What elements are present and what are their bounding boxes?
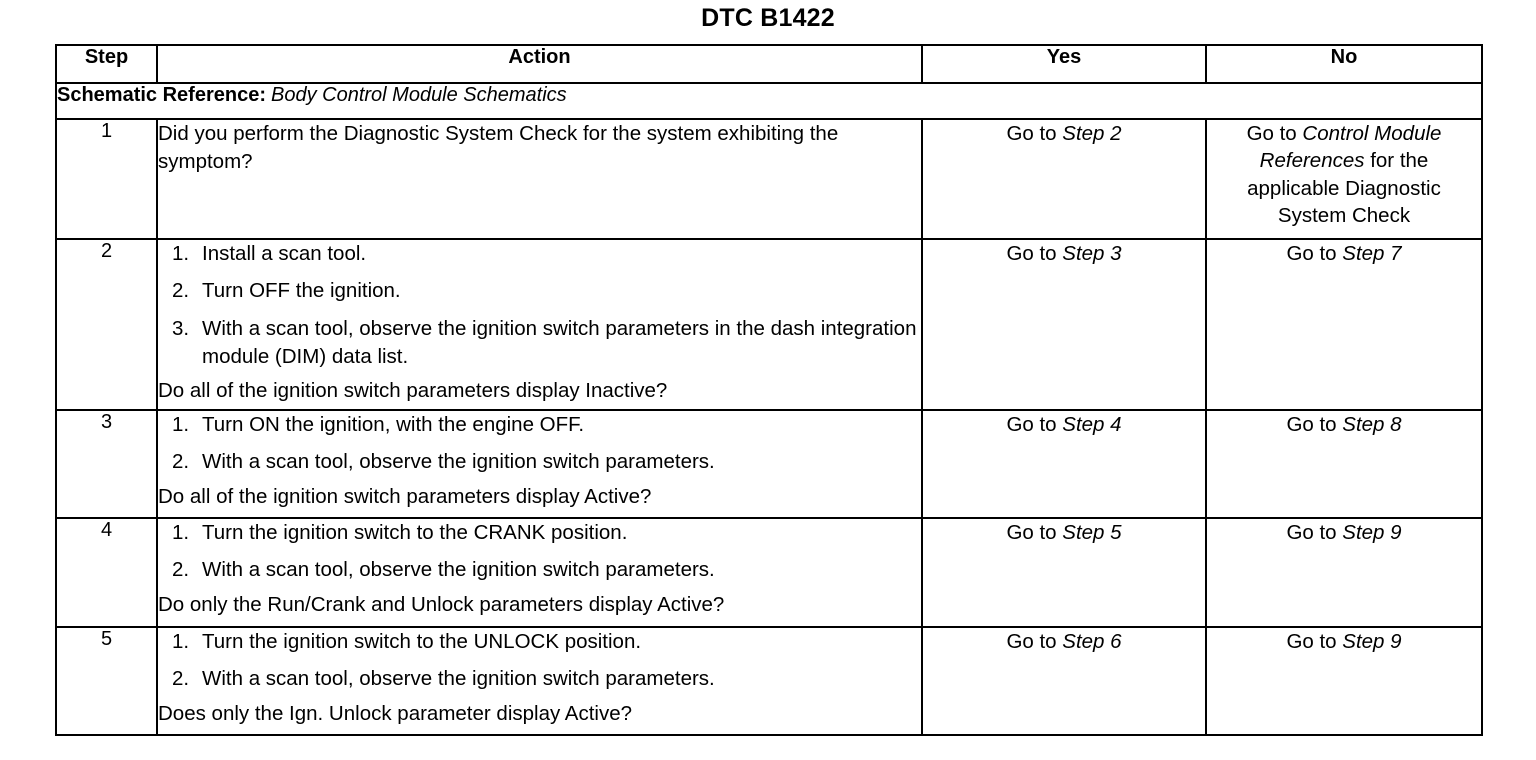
list-text: With a scan tool, observe the ignition s…: [202, 558, 715, 582]
yes-cell: Go to Step 3: [921, 238, 1207, 411]
table-row: 5 1. Turn the ignition switch to the UNLO…: [55, 626, 1483, 736]
yes-reference: Step 3: [1062, 242, 1122, 265]
yes-reference: Step 6: [1062, 630, 1122, 653]
action-cell: 1. Install a scan tool. 2. Turn OFF the ig…: [156, 238, 923, 411]
no-cell: Go to Step 7: [1205, 238, 1483, 411]
list-marker: 2.: [172, 279, 190, 303]
list-marker: 2.: [172, 450, 190, 474]
no-line-1: Go to Control Module: [1207, 120, 1481, 147]
table-row: 2 1. Install a scan tool. 2. Turn OFF the …: [55, 238, 1483, 411]
list-marker: 1.: [172, 413, 190, 436]
list-marker: 3.: [172, 316, 190, 340]
no-prefix: Go to: [1286, 630, 1343, 653]
step-number: 1: [55, 118, 158, 240]
yes-reference: Step 4: [1062, 413, 1122, 436]
no-prefix: Go to: [1246, 122, 1303, 145]
list-marker: 2.: [172, 667, 190, 691]
column-header-step: Step: [55, 44, 158, 84]
action-text: Did you perform the Diagnostic System Ch…: [158, 122, 839, 174]
list-text: With a scan tool, observe the ignition s…: [202, 316, 917, 368]
no-line-2: References for the: [1207, 147, 1481, 174]
no-cell: Go to Step 8: [1205, 409, 1483, 519]
table-row: 1 Did you perform the Diagnostic System …: [55, 118, 1483, 240]
step-number: 2: [55, 238, 158, 411]
yes-prefix: Go to: [1006, 413, 1063, 436]
table-row: 4 1. Turn the ignition switch to the CRAN…: [55, 517, 1483, 628]
step-number: 3: [55, 409, 158, 519]
list-marker: 1.: [172, 521, 190, 544]
list-item: 1. Turn the ignition switch to the CRANK …: [158, 519, 921, 547]
no-cell: Go to Control Module References for the …: [1205, 118, 1483, 240]
no-reference: Step 9: [1342, 521, 1402, 544]
yes-reference: Step 5: [1062, 521, 1122, 544]
action-step-list: 1. Turn ON the ignition, with the engine …: [158, 411, 921, 477]
list-text: With a scan tool, observe the ignition s…: [202, 450, 715, 474]
list-item: 2. With a scan tool, observe the ignition…: [158, 448, 921, 476]
yes-prefix: Go to: [1006, 242, 1063, 265]
list-item: 2. With a scan tool, observe the ignition…: [158, 665, 921, 693]
yes-cell: Go to Step 6: [921, 626, 1207, 736]
list-item: 1. Install a scan tool.: [158, 240, 921, 268]
no-prefix: Go to: [1286, 242, 1343, 265]
list-text: With a scan tool, observe the ignition s…: [202, 667, 715, 691]
schematic-reference-value: Body Control Module Schematics: [270, 84, 567, 106]
column-header-action: Action: [156, 44, 923, 84]
step-number: 5: [55, 626, 158, 736]
list-text: Turn OFF the ignition.: [202, 279, 401, 303]
no-suffix: for the: [1364, 149, 1429, 173]
action-cell: 1. Turn the ignition switch to the UNLOCK…: [156, 626, 923, 736]
action-question: Do all of the ignition switch parameters…: [158, 484, 652, 508]
yes-prefix: Go to: [1006, 122, 1063, 145]
column-header-no: No: [1205, 44, 1483, 84]
list-text: Turn ON the ignition, with the engine OF…: [202, 413, 585, 436]
list-item: 2. With a scan tool, observe the ignition…: [158, 556, 921, 584]
no-reference: Step 7: [1342, 242, 1402, 265]
action-step-list: 1. Turn the ignition switch to the CRANK …: [158, 519, 921, 585]
list-text: Turn the ignition switch to the UNLOCK p…: [202, 630, 642, 653]
yes-prefix: Go to: [1006, 521, 1063, 544]
no-cell: Go to Step 9: [1205, 626, 1483, 736]
list-marker: 2.: [172, 558, 190, 582]
no-prefix: Go to: [1286, 413, 1343, 436]
list-item: 2. Turn OFF the ignition.: [158, 277, 921, 305]
no-reference: Step 9: [1342, 630, 1402, 653]
list-marker: 1.: [172, 630, 190, 653]
no-reference: Step 8: [1342, 413, 1402, 436]
schematic-reference-cell: Schematic Reference:Body Control Module …: [55, 82, 1483, 120]
list-text: Turn the ignition switch to the CRANK po…: [202, 521, 628, 544]
action-cell: Did you perform the Diagnostic System Ch…: [156, 118, 923, 240]
yes-cell: Go to Step 2: [921, 118, 1207, 240]
action-question: Do only the Run/Crank and Unlock paramet…: [158, 592, 725, 616]
action-step-list: 1. Install a scan tool. 2. Turn OFF the ig…: [158, 240, 921, 371]
no-line-4: System Check: [1277, 204, 1411, 228]
no-line-3: applicable Diagnostic: [1247, 176, 1441, 200]
list-text: Install a scan tool.: [202, 242, 367, 265]
step-number: 4: [55, 517, 158, 628]
schematic-reference-label: Schematic Reference:: [57, 84, 266, 106]
no-reference-part-2: References: [1259, 149, 1365, 173]
list-item: 1. Turn ON the ignition, with the engine …: [158, 411, 921, 439]
yes-prefix: Go to: [1006, 630, 1063, 653]
no-reference-part-1: Control Module: [1302, 122, 1442, 145]
yes-reference: Step 2: [1062, 122, 1122, 145]
list-item: 1. Turn the ignition switch to the UNLOCK…: [158, 628, 921, 656]
yes-cell: Go to Step 4: [921, 409, 1207, 519]
list-marker: 1.: [172, 242, 190, 265]
table-header-row: Step Action Yes No: [55, 44, 1483, 84]
action-question: Does only the Ign. Unlock parameter disp…: [158, 701, 633, 725]
no-cell: Go to Step 9: [1205, 517, 1483, 628]
no-prefix: Go to: [1286, 521, 1343, 544]
action-cell: 1. Turn ON the ignition, with the engine …: [156, 409, 923, 519]
schematic-reference-row: Schematic Reference:Body Control Module …: [55, 82, 1483, 120]
table-body: Schematic Reference:Body Control Module …: [55, 82, 1483, 736]
action-question: Do all of the ignition switch parameters…: [158, 379, 668, 403]
action-step-list: 1. Turn the ignition switch to the UNLOCK…: [158, 628, 921, 694]
table-row: 3 1. Turn ON the ignition, with the engin…: [55, 409, 1483, 519]
list-item: 3. With a scan tool, observe the ignition…: [158, 315, 921, 372]
action-cell: 1. Turn the ignition switch to the CRANK …: [156, 517, 923, 628]
diagnostic-table: Step Action Yes No Schematic Reference:B…: [55, 44, 1483, 736]
page-title: DTC B1422: [701, 4, 835, 32]
yes-cell: Go to Step 5: [921, 517, 1207, 628]
column-header-yes: Yes: [921, 44, 1207, 84]
